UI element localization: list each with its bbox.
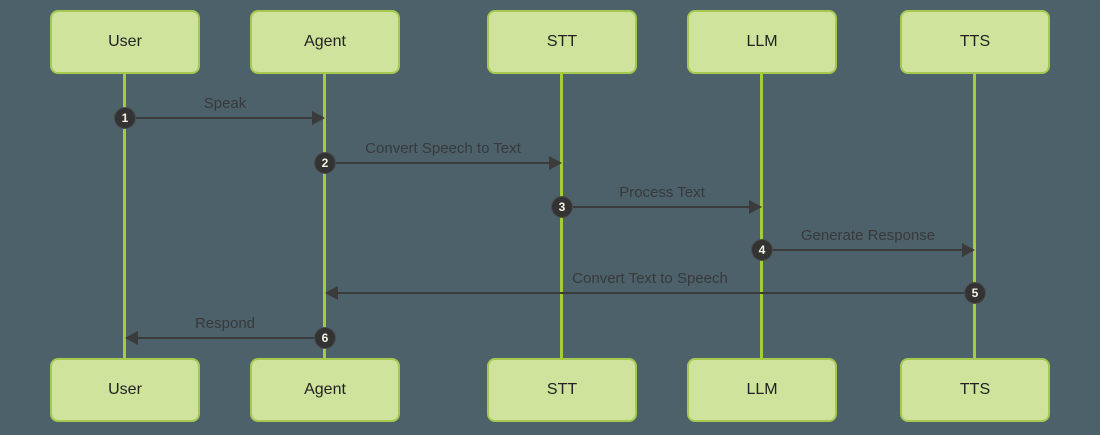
sequence-number-badge: 3 <box>551 196 573 218</box>
arrowhead-right-icon <box>749 200 762 214</box>
message-line <box>338 292 975 294</box>
actor-label: LLM <box>746 381 778 398</box>
actor-box-agent-top: Agent <box>250 10 400 74</box>
arrowhead-right-icon <box>549 156 562 170</box>
actor-label: User <box>108 381 142 398</box>
message-label: Convert Text to Speech <box>572 270 728 287</box>
message-line <box>762 249 962 251</box>
actor-label: STT <box>546 33 578 50</box>
arrowhead-right-icon <box>312 111 325 125</box>
actor-label: STT <box>546 381 578 398</box>
sequence-number-badge: 2 <box>314 152 336 174</box>
message-line <box>562 206 749 208</box>
actor-box-user-bottom: User <box>50 358 200 422</box>
arrowhead-left-icon <box>325 286 338 300</box>
message-label: Respond <box>194 315 256 332</box>
actor-label: LLM <box>746 33 778 50</box>
message-label: Convert Speech to Text <box>365 140 521 157</box>
actor-box-agent-bottom: Agent <box>250 358 400 422</box>
actor-label: Agent <box>304 33 346 50</box>
sequence-number-badge: 6 <box>314 327 336 349</box>
sequence-number-badge: 5 <box>964 282 986 304</box>
actor-label: TTS <box>959 33 991 50</box>
message-label: Generate Response <box>800 227 936 244</box>
actor-box-stt-bottom: STT <box>487 358 637 422</box>
message-label: Speak <box>203 95 247 112</box>
actor-box-tts-bottom: TTS <box>900 358 1050 422</box>
message-line <box>125 117 312 119</box>
actor-box-user-top: User <box>50 10 200 74</box>
message-line <box>325 162 549 164</box>
arrowhead-left-icon <box>125 331 138 345</box>
actor-box-llm-top: LLM <box>687 10 837 74</box>
message-line <box>138 337 325 339</box>
sequence-number-badge: 1 <box>114 107 136 129</box>
lifeline-agent <box>323 74 326 358</box>
lifeline-tts <box>973 74 976 358</box>
actor-box-llm-bottom: LLM <box>687 358 837 422</box>
lifeline-llm <box>760 74 763 358</box>
sequence-number-badge: 4 <box>751 239 773 261</box>
lifeline-user <box>123 74 126 358</box>
actor-box-tts-top: TTS <box>900 10 1050 74</box>
message-label: Process Text <box>619 184 705 201</box>
actor-label: User <box>108 33 142 50</box>
actor-box-stt-top: STT <box>487 10 637 74</box>
arrowhead-right-icon <box>962 243 975 257</box>
actor-label: Agent <box>304 381 346 398</box>
actor-label: TTS <box>959 381 991 398</box>
